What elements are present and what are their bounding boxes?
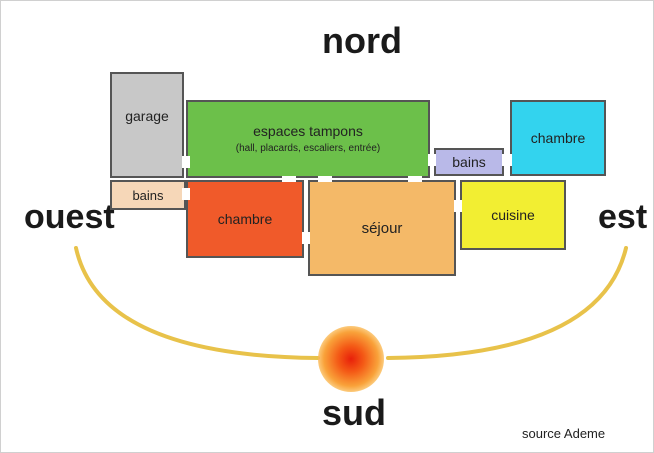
room-bedroom-west: chambre xyxy=(186,180,304,258)
door-buffer-living-2 xyxy=(408,176,422,182)
door-living-kitchen xyxy=(454,200,462,212)
door-garage-buffer xyxy=(182,156,190,168)
door-bath-bedroom-east xyxy=(502,154,512,166)
room-bath-west: bains xyxy=(110,180,186,210)
room-garage-label: garage xyxy=(125,108,169,124)
door-buffer-bedroom xyxy=(282,176,296,182)
sun-icon xyxy=(318,326,384,392)
door-bath-west xyxy=(182,188,190,200)
door-bedroom-living xyxy=(302,232,310,244)
west-label: ouest xyxy=(24,198,115,236)
room-kitchen-label: cuisine xyxy=(491,207,535,223)
room-garage: garage xyxy=(110,72,184,178)
room-buffer-spaces-detail: (hall, placards, escaliers, entrée) xyxy=(235,143,381,154)
room-living-room-label: séjour xyxy=(361,219,403,237)
room-bath-east: bains xyxy=(434,148,504,176)
room-bath-west-label: bains xyxy=(132,187,164,203)
room-bedroom-east-label: chambre xyxy=(530,130,586,146)
room-buffer-spaces-label: espaces tampons xyxy=(253,123,363,139)
south-label: sud xyxy=(322,392,387,433)
room-kitchen: cuisine xyxy=(460,180,566,250)
room-bedroom-east: chambre xyxy=(510,100,606,176)
room-bath-east-label: bains xyxy=(452,154,486,170)
north-label: nord xyxy=(322,20,402,61)
room-bedroom-west-label: chambre xyxy=(217,211,273,227)
sun-path-east xyxy=(386,246,628,360)
door-buffer-living-1 xyxy=(318,176,332,182)
door-buffer-bath-east xyxy=(428,154,436,166)
room-living-room: séjour xyxy=(308,180,456,276)
source-credit: source Ademe xyxy=(522,426,606,441)
sun-path-west xyxy=(74,246,320,360)
room-buffer-spaces: espaces tampons (hall, placards, escalie… xyxy=(186,100,430,178)
east-label: est xyxy=(598,198,648,236)
